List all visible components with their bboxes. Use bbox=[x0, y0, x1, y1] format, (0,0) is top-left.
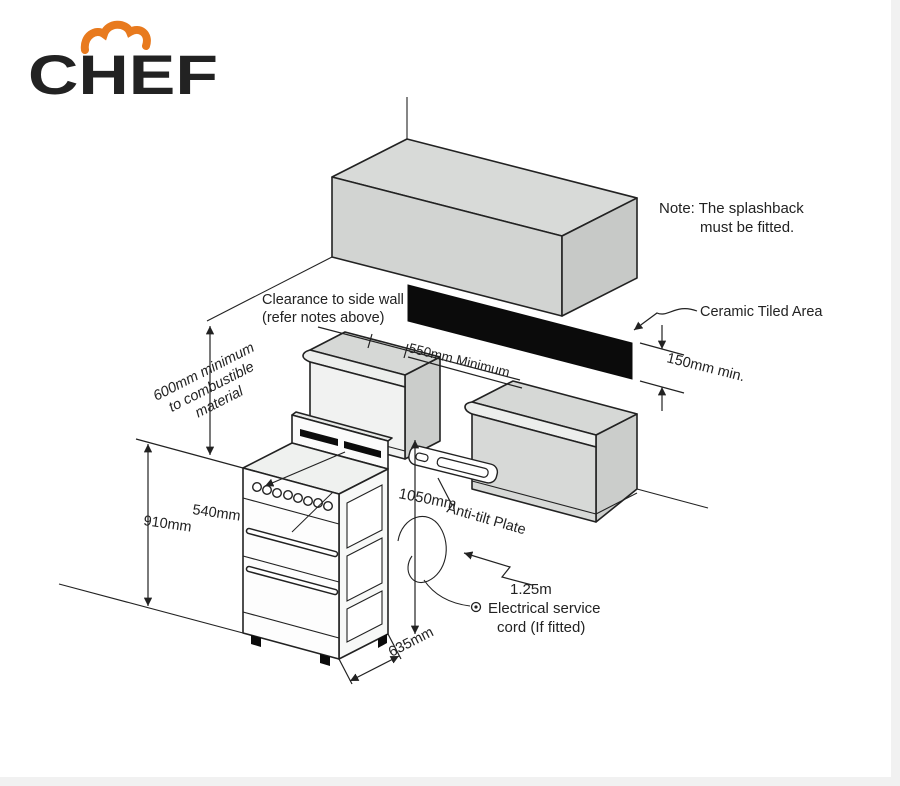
ceramic-leader bbox=[633, 308, 698, 331]
stove-splashpanel-slot-left bbox=[300, 429, 338, 446]
dim550-underline bbox=[407, 356, 523, 389]
antitilt-label: Anti-tilt Plate bbox=[445, 500, 528, 538]
stove-side-inset-3 bbox=[346, 590, 383, 643]
right-bench-end-kick-line bbox=[595, 492, 638, 515]
dim540-leader bbox=[264, 451, 346, 487]
dim635-label: 635mm bbox=[386, 624, 436, 660]
kickplate-line bbox=[242, 611, 340, 639]
clearance-tick-2 bbox=[403, 343, 409, 359]
left-wall-edge bbox=[206, 256, 333, 322]
stove-knob bbox=[283, 490, 294, 501]
stove-knob bbox=[262, 485, 273, 496]
dim540-label: 540mm bbox=[191, 502, 241, 525]
stove-knob bbox=[293, 493, 304, 504]
stove-foot bbox=[378, 634, 387, 648]
chef-logo: CHEF bbox=[28, 20, 218, 106]
dim150-label: 150mm min. bbox=[665, 350, 746, 385]
power-cord bbox=[397, 516, 482, 613]
stove-knob bbox=[323, 501, 334, 512]
note-line1: Note: The splashback bbox=[659, 200, 804, 217]
clearance-tick-1 bbox=[367, 333, 373, 349]
power-cord-tail bbox=[423, 579, 471, 607]
dim635-line bbox=[349, 655, 400, 682]
stove-side-inset-2 bbox=[346, 537, 383, 602]
floor-edge-left bbox=[58, 583, 244, 634]
stove-knob bbox=[251, 482, 262, 493]
dim635-ext-2 bbox=[387, 633, 402, 660]
combustible-label: 600mm minimum to combustible material bbox=[151, 340, 257, 421]
stove-splashpanel-slot-right bbox=[344, 441, 381, 458]
clearance-label-line1: Clearance to side wall bbox=[262, 292, 404, 308]
antitilt-leader bbox=[437, 477, 453, 506]
chef-logo-text: CHEF bbox=[28, 43, 218, 106]
cord-leader-arrow bbox=[463, 551, 533, 586]
ceramic-label: Ceramic Tiled Area bbox=[700, 304, 823, 320]
cord-label-line3: cord (If fitted) bbox=[497, 619, 585, 636]
stove-knob bbox=[272, 488, 283, 499]
dim635-ext-1 bbox=[338, 658, 353, 685]
dim910-label: 910mm bbox=[142, 513, 192, 536]
floor-edge-right bbox=[636, 488, 709, 509]
oven-door-handle-face bbox=[247, 567, 337, 594]
anti-tilt-plate-slot bbox=[436, 457, 489, 478]
dimension-lines bbox=[135, 308, 698, 685]
anti-tilt-plate bbox=[408, 445, 499, 484]
power-cord-loop bbox=[397, 516, 447, 584]
clearance-label-line2: (refer notes above) bbox=[262, 310, 385, 326]
stove-knob bbox=[303, 496, 314, 507]
stove bbox=[242, 411, 393, 666]
page-edge-shade-right bbox=[891, 0, 900, 786]
cord-label-line2: Electrical service bbox=[488, 600, 601, 617]
cord-label-line1: 1.25m bbox=[510, 581, 552, 598]
upper-cabinet bbox=[331, 138, 638, 317]
note-line2: must be fitted. bbox=[700, 219, 794, 236]
right-bench bbox=[464, 380, 638, 523]
stove-side-inset-1 bbox=[346, 484, 383, 549]
chef-hat-icon bbox=[80, 20, 151, 54]
splashback-band bbox=[407, 284, 633, 380]
upper-cabinet-side bbox=[561, 197, 638, 317]
right-bench-kick-line bbox=[471, 480, 597, 515]
wall-lines bbox=[206, 97, 408, 322]
stove-foot bbox=[320, 654, 330, 666]
grill-door-handle-face bbox=[247, 529, 337, 556]
page-edge-shade-bottom bbox=[0, 777, 900, 786]
stove-control-panel-line bbox=[242, 497, 340, 525]
stove-knobs bbox=[251, 482, 334, 512]
stove-foot bbox=[251, 635, 261, 647]
power-cord-plug-pin bbox=[474, 605, 478, 609]
clearance-dim-line bbox=[317, 326, 521, 381]
grill-door-bottom-line bbox=[242, 555, 340, 583]
cooktop-extension-line bbox=[135, 438, 244, 469]
door-reflection-line bbox=[291, 491, 334, 533]
